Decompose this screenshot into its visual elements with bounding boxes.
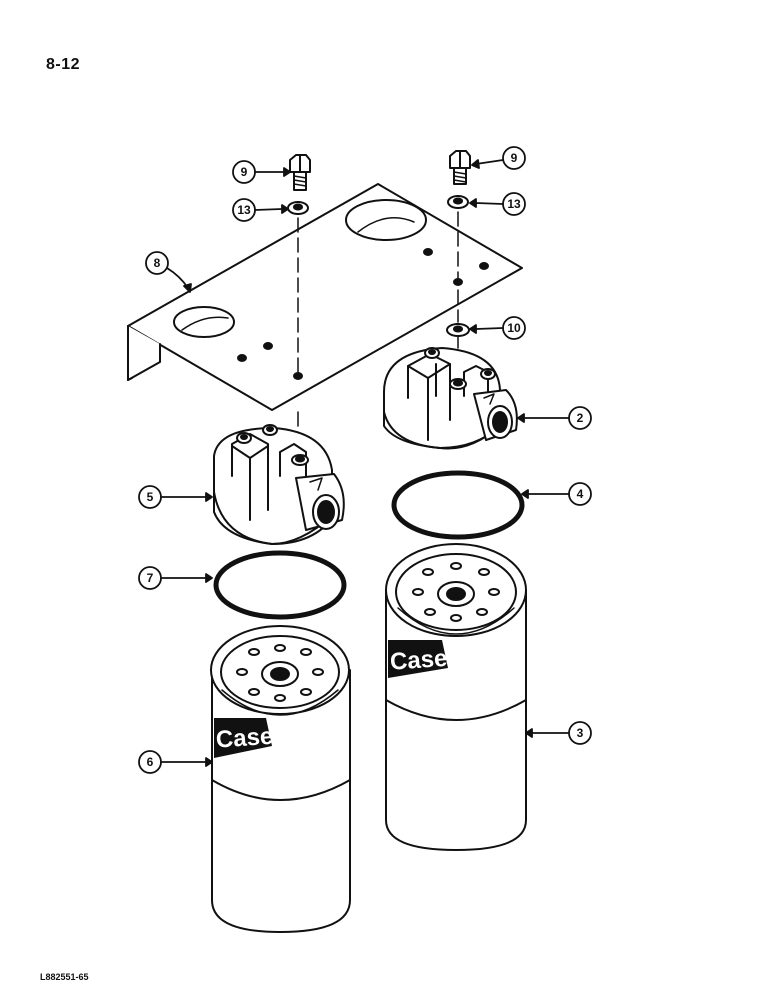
svg-text:5: 5 <box>147 490 154 504</box>
brand-logo-right: Case <box>389 645 448 676</box>
callout-bolt-left: 9 <box>232 160 291 184</box>
bolt-left <box>289 154 311 191</box>
svg-text:10: 10 <box>507 321 521 335</box>
svg-text:13: 13 <box>237 203 251 217</box>
callout-ring-left: 7 <box>138 566 213 590</box>
svg-text:9: 9 <box>241 165 248 179</box>
svg-text:8: 8 <box>154 256 161 270</box>
callout-filter-left: 6 <box>138 750 213 774</box>
filter-element-right: Case <box>385 543 527 851</box>
page-number: 8-12 <box>46 56 81 73</box>
svg-text:7: 7 <box>147 571 154 585</box>
o-ring-right <box>391 470 525 540</box>
filter-element-left: Case <box>210 625 351 933</box>
callout-washer-right: 13 <box>469 192 526 216</box>
lock-washer-left <box>287 201 309 215</box>
filter-head-left <box>213 424 345 545</box>
svg-text:9: 9 <box>511 151 518 165</box>
callout-plate: 8 <box>145 251 192 293</box>
brand-logo-left: Case <box>215 723 274 754</box>
lock-washer-right <box>447 195 469 209</box>
svg-text:13: 13 <box>507 197 521 211</box>
svg-text:2: 2 <box>577 411 584 425</box>
svg-text:4: 4 <box>577 487 584 501</box>
callout-ring-right: 4 <box>521 482 592 506</box>
svg-text:6: 6 <box>147 755 154 769</box>
bolt-right <box>449 150 471 185</box>
svg-text:3: 3 <box>577 726 584 740</box>
callout-filter-right: 3 <box>525 721 592 745</box>
mounting-plate <box>127 183 523 411</box>
callout-washer-left: 13 <box>232 198 289 222</box>
o-ring-left <box>213 550 347 620</box>
callout-head-right: 2 <box>517 406 592 430</box>
drawing-reference-code: L882551-65 <box>40 972 89 982</box>
callout-bolt-right: 9 <box>471 146 526 170</box>
filter-head-right <box>383 347 518 450</box>
callout-spacer: 10 <box>469 316 526 340</box>
callout-head-left: 5 <box>138 485 213 509</box>
spacer-washer <box>446 323 470 337</box>
